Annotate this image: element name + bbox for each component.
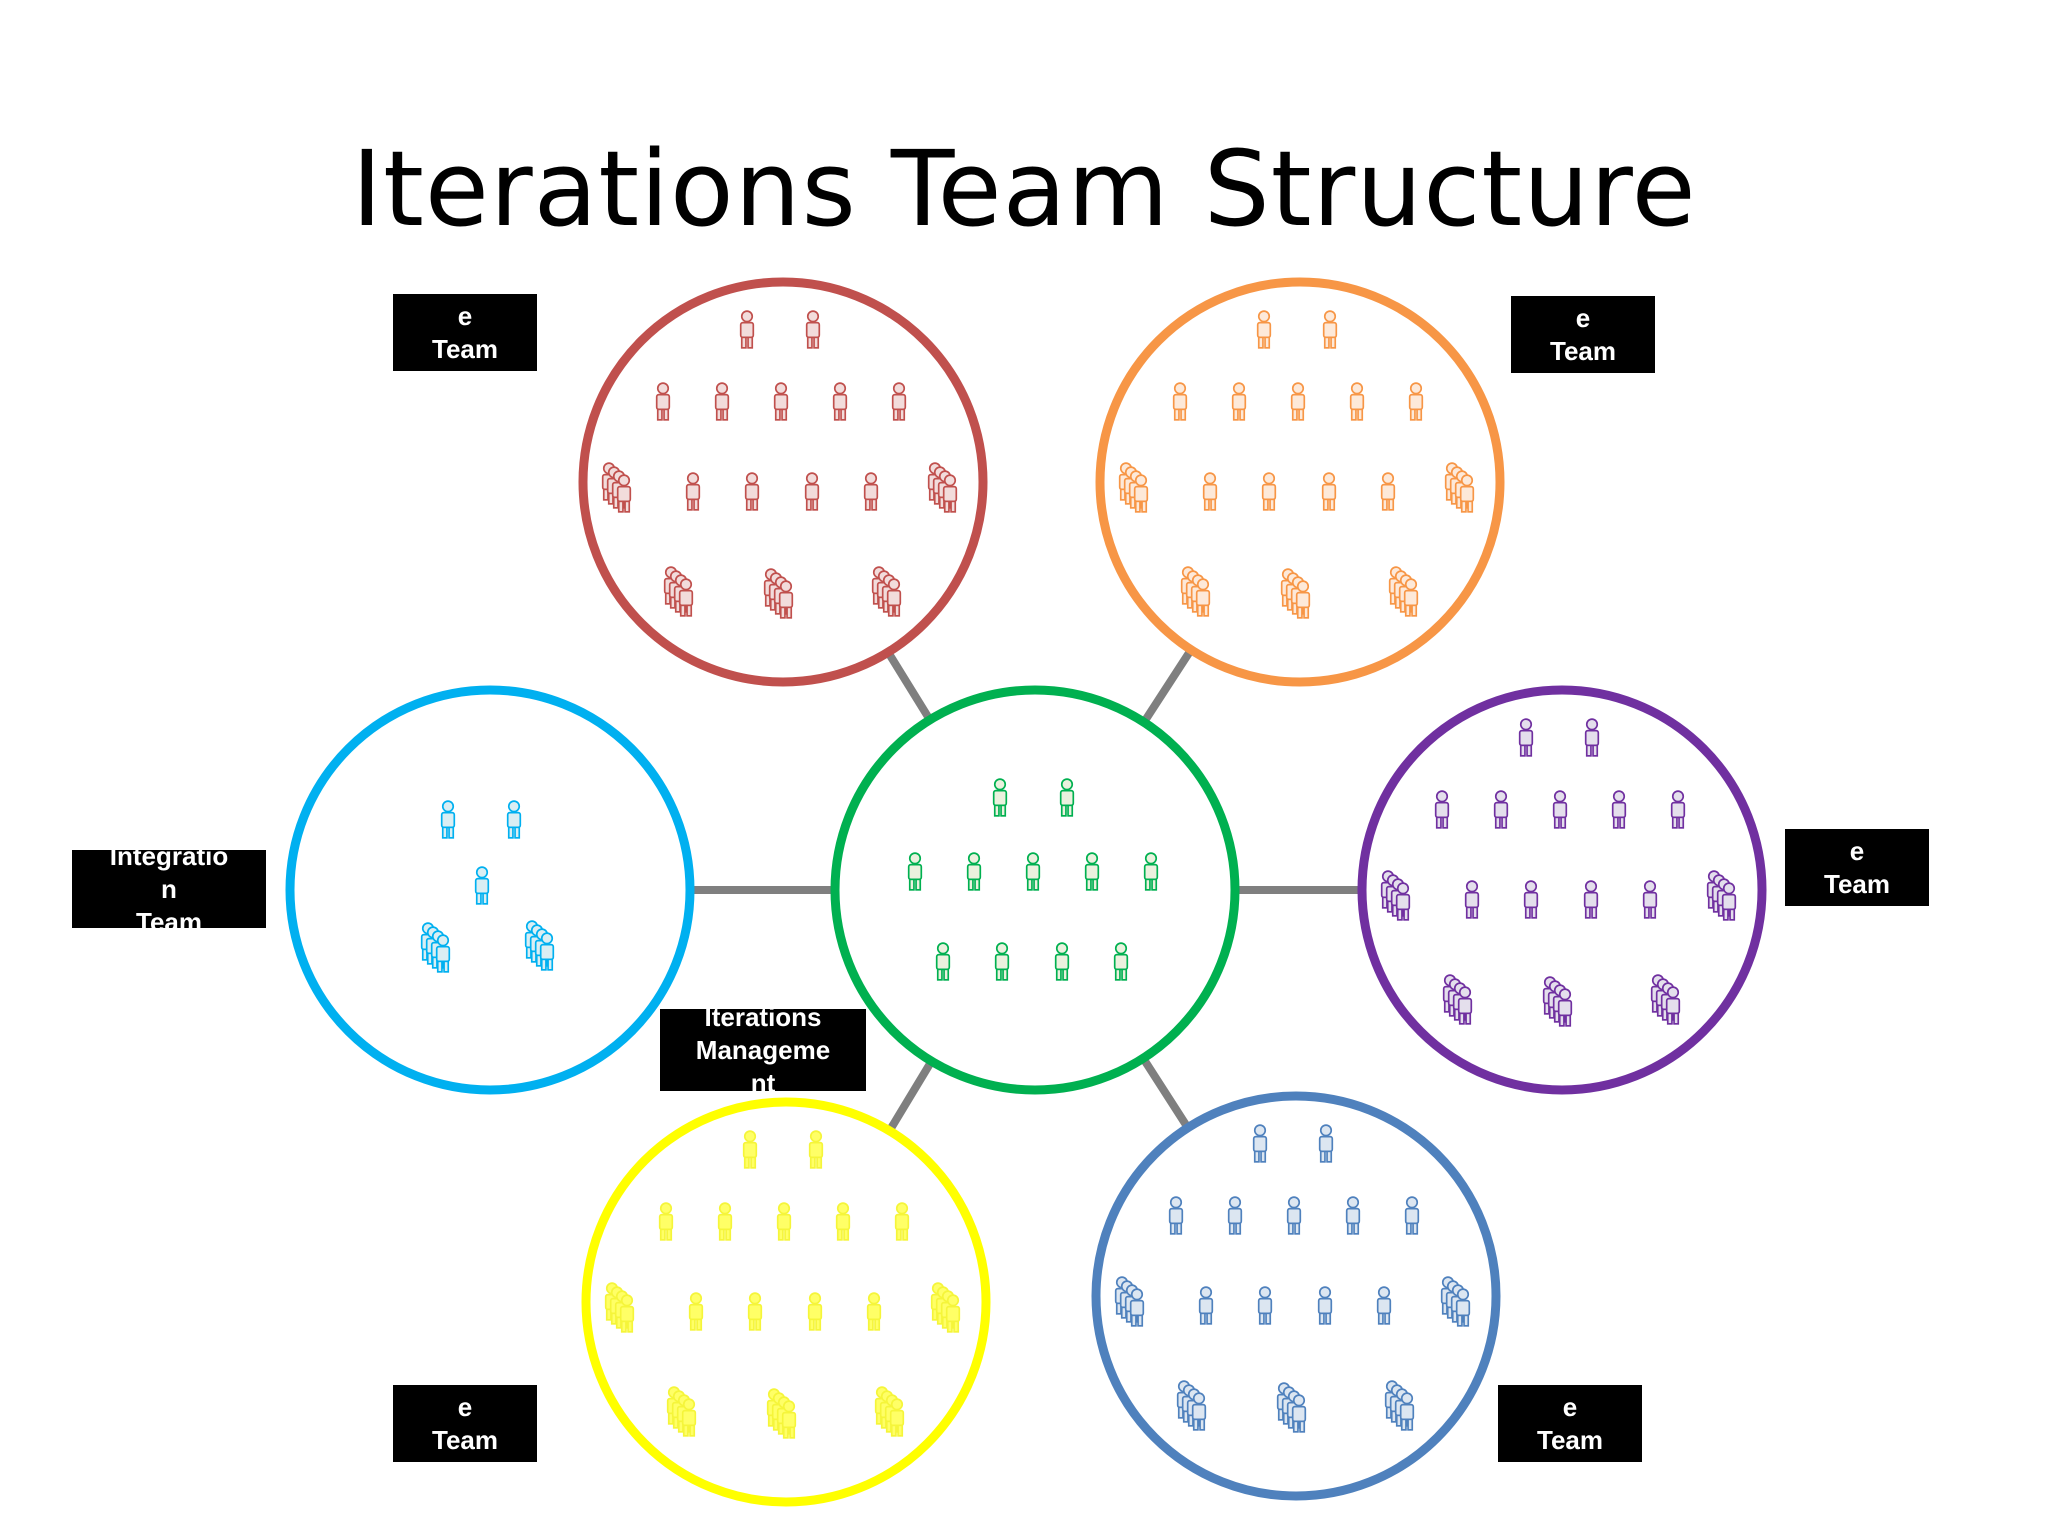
integration-team-ring: [285, 685, 695, 1095]
top-left-team-circle: [578, 277, 988, 687]
top-left-team-ring: [578, 277, 988, 687]
label-line: e: [1562, 1391, 1578, 1422]
label-line: e: [1575, 302, 1591, 333]
bottom-left-team-circle: [581, 1097, 991, 1507]
bottom-right-team-ring: [1091, 1091, 1501, 1501]
label-line: Team: [432, 1424, 498, 1455]
label-line: nt: [750, 1067, 776, 1092]
right-team-ring: [1357, 685, 1767, 1095]
label-line: Integratio: [109, 850, 229, 871]
page-title: Iterations Team Structure: [351, 128, 1697, 250]
connector-bottom-left-team: [884, 1057, 937, 1135]
connector-top-right-team: [1139, 645, 1196, 727]
label-line: n: [161, 873, 177, 904]
team-circles: [285, 277, 1767, 1507]
bottom-right-team-circle: [1091, 1091, 1501, 1501]
right-team-circle: [1357, 685, 1767, 1095]
label-line: Team: [136, 906, 202, 929]
top-right-team-circle: [1095, 277, 1505, 687]
top-right-team-ring: [1095, 277, 1505, 687]
connector-top-left-team: [883, 648, 935, 724]
connector-lines: [688, 645, 1364, 1135]
label-line: e: [457, 1391, 473, 1422]
label-line: Iterations: [704, 1009, 822, 1032]
connector-bottom-right-team: [1138, 1054, 1193, 1132]
label-line: Team: [1824, 868, 1890, 899]
bottom-left-team-ring: [581, 1097, 991, 1507]
label-line: e: [1849, 835, 1865, 866]
label-line: Team: [1550, 335, 1616, 366]
label-line: e: [457, 300, 473, 331]
label-line: Manageme: [695, 1034, 831, 1065]
iterations-management-circle: [830, 685, 1240, 1095]
label-line: Team: [432, 333, 498, 364]
label-line: Team: [1537, 1424, 1603, 1455]
integration-team-circle: [285, 685, 695, 1095]
